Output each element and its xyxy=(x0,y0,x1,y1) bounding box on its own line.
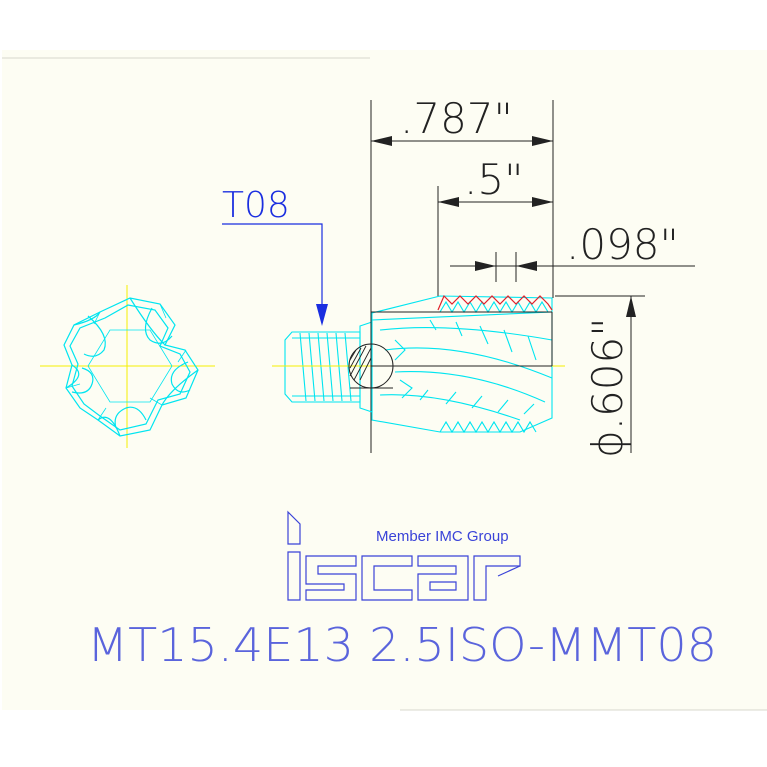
dim-arrow-pitch-right xyxy=(516,261,537,271)
dim-arrow-overall-right xyxy=(532,136,553,146)
dim-arrow-diameter-top xyxy=(626,296,636,317)
brand-logo-mark xyxy=(287,510,521,601)
drawing-paper xyxy=(2,50,767,710)
dim-arrow-pitch-left xyxy=(475,261,496,271)
dimension-overall-length: .787" xyxy=(371,94,553,146)
dim-text-overall-length: .787" xyxy=(400,94,513,143)
side-view xyxy=(272,100,565,453)
dim-arrow-cutting-left xyxy=(438,197,459,207)
section-hatch xyxy=(349,345,372,381)
dimension-cutting-length: .5" xyxy=(438,155,553,207)
part-number: MT15.4E13 2.5ISO-MMT08 xyxy=(87,618,717,672)
thread-callout: T08 xyxy=(222,185,328,326)
dim-arrow-overall-left xyxy=(371,136,392,146)
end-view xyxy=(40,285,215,448)
logo-tagline: Member IMC Group xyxy=(376,528,509,545)
dimension-pitch: .098" xyxy=(450,220,695,282)
dim-text-cutting-length: .5" xyxy=(464,155,523,204)
thread-callout-arrow xyxy=(316,304,328,326)
dimension-diameter: ϕ.606" xyxy=(555,295,645,458)
dim-text-pitch: .098" xyxy=(566,220,679,269)
dim-arrow-cutting-right xyxy=(532,197,553,207)
thread-code-label: T08 xyxy=(222,185,290,226)
thread-callout-leader xyxy=(222,223,323,306)
dim-text-diameter: ϕ.606" xyxy=(583,317,632,458)
end-view-outline xyxy=(63,297,199,437)
brand-logo: iscar Member IMC Group xyxy=(287,510,521,601)
cutting-edge-profile xyxy=(437,294,553,311)
